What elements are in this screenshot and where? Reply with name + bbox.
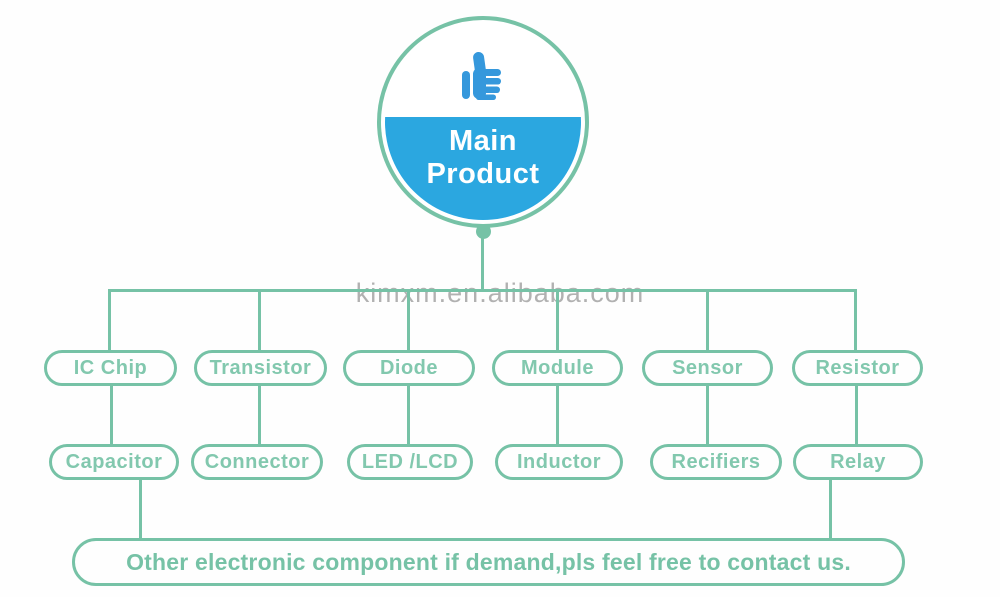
node-inductor: Inductor xyxy=(495,444,623,480)
node-ic-chip: IC Chip xyxy=(44,350,177,386)
node-connector: Connector xyxy=(191,444,323,480)
main-product-blue-area: Main Product xyxy=(385,117,581,220)
connector-line xyxy=(110,383,113,447)
node-led-lcd: LED /LCD xyxy=(347,444,473,480)
circle-anchor-dot xyxy=(476,224,491,239)
node-capacitor: Capacitor xyxy=(49,444,179,480)
node-relay: Relay xyxy=(793,444,923,480)
connector-line xyxy=(407,383,410,447)
connector-line xyxy=(706,383,709,447)
connector-line xyxy=(829,474,832,540)
connector-line xyxy=(855,383,858,447)
connector-line xyxy=(407,289,410,353)
main-product-label: Main Product xyxy=(426,125,540,191)
connector-line xyxy=(706,289,709,353)
connector-line xyxy=(481,236,484,291)
node-module: Module xyxy=(492,350,623,386)
watermark-text: kimxm.en.alibaba.com xyxy=(355,278,645,308)
thumbs-up-icon xyxy=(462,51,501,100)
connector-line xyxy=(139,477,142,540)
node-recifiers: Recifiers xyxy=(650,444,782,480)
connector-line xyxy=(108,289,111,353)
connector-rail xyxy=(109,289,857,292)
connector-line xyxy=(556,383,559,447)
connector-line xyxy=(258,289,261,353)
connector-line xyxy=(258,383,261,447)
node-transistor: Transistor xyxy=(194,350,327,386)
node-diode: Diode xyxy=(343,350,475,386)
main-product-node: Main Product xyxy=(377,16,589,228)
connector-line xyxy=(556,289,559,353)
node-resistor: Resistor xyxy=(792,350,923,386)
node-sensor: Sensor xyxy=(642,350,773,386)
contact-banner: Other electronic component if demand,pls… xyxy=(72,538,905,586)
connector-line xyxy=(854,289,857,353)
